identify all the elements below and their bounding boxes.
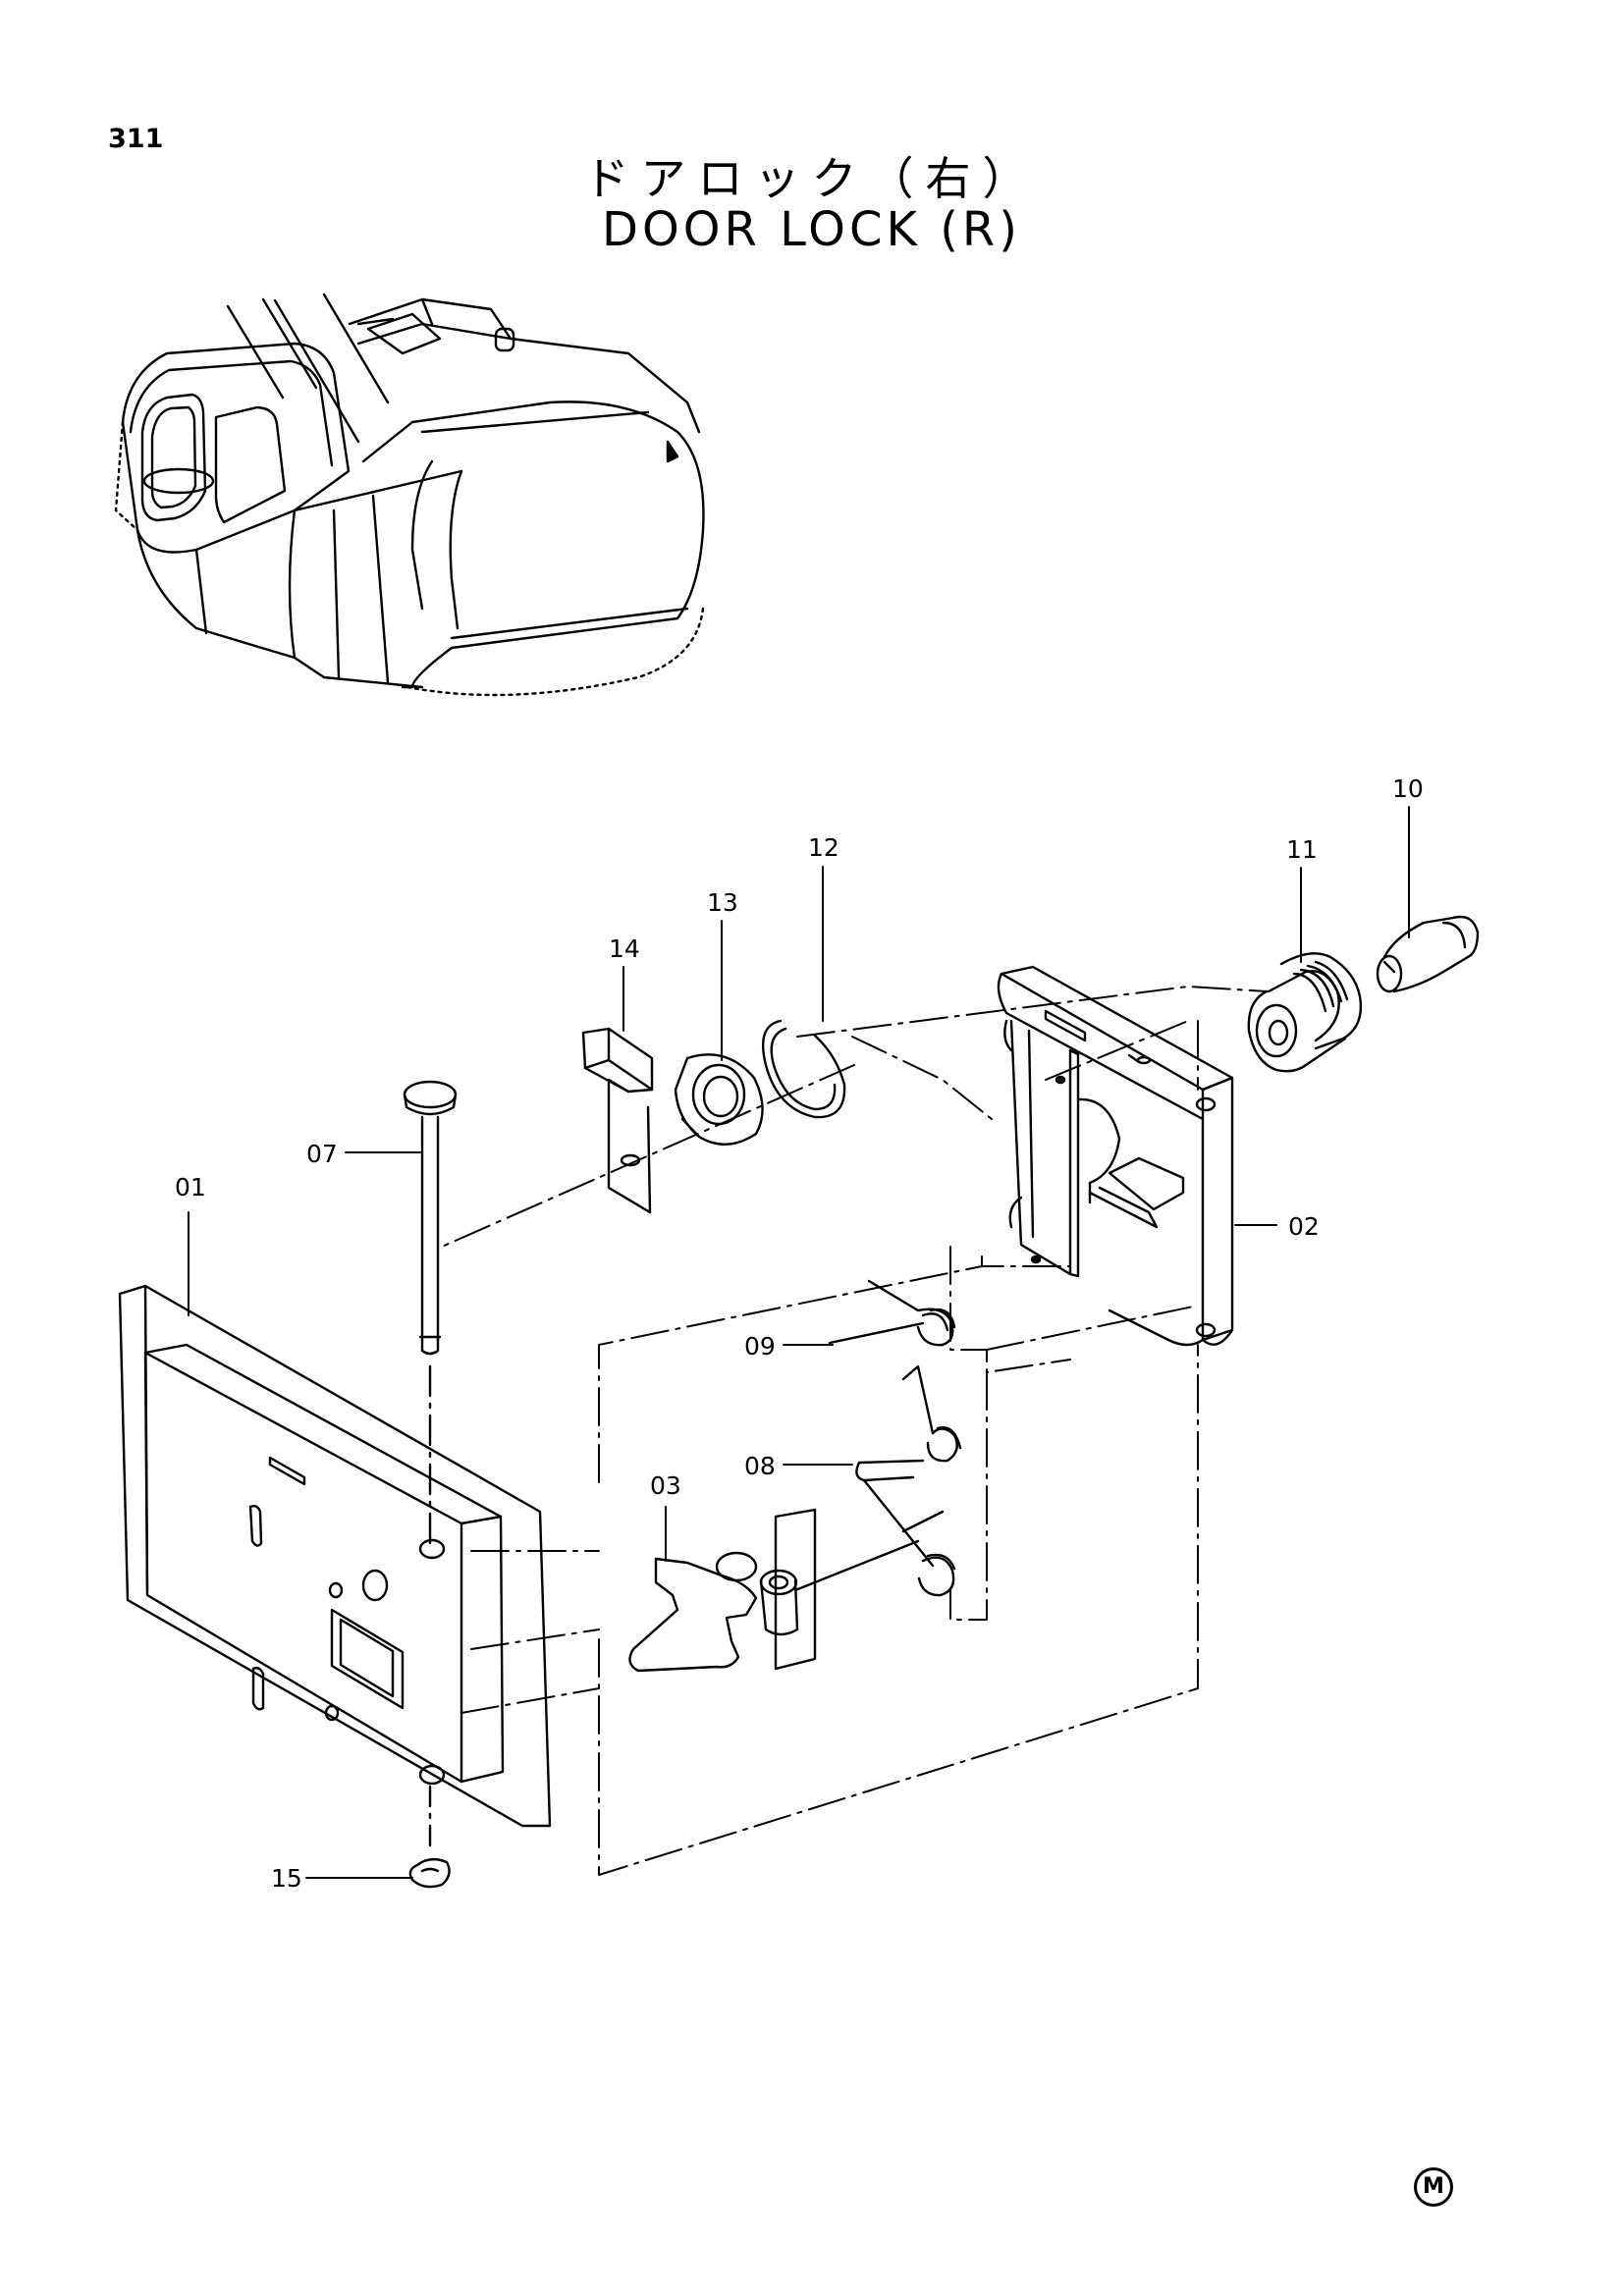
callout-03: 03: [650, 1471, 681, 1500]
page-number: 311: [108, 124, 164, 154]
callout-15: 15: [271, 1864, 302, 1893]
callout-02: 02: [1288, 1212, 1320, 1241]
part-14-plate: [581, 1027, 654, 1214]
part-10-key-cylinder: [1376, 915, 1480, 993]
callout-13: 13: [707, 888, 738, 917]
part-15-e-ring: [408, 1785, 451, 1889]
part-01-lock-housing: [118, 1284, 552, 1828]
part-08-spring: [855, 1364, 962, 1597]
part-03-latch: [628, 1508, 920, 1673]
callout-labels: 01 02 03 07 08 09 10 11 12 13 14 15: [175, 774, 1424, 1893]
callout-11: 11: [1286, 835, 1318, 864]
part-11-bushing: [1247, 952, 1363, 1073]
callout-01: 01: [175, 1173, 206, 1201]
title-english: DOOR LOCK (R): [602, 202, 1021, 257]
excavator-overview: [114, 293, 705, 697]
title-japanese: ドアロック（右）: [583, 152, 1040, 205]
part-09-spring: [828, 1279, 956, 1347]
part-13-nut: [674, 1053, 764, 1147]
corner-m-mark: M: [1414, 2167, 1453, 2207]
callout-09: 09: [744, 1332, 776, 1361]
callout-10: 10: [1392, 774, 1424, 803]
part-02-bracket: [997, 965, 1234, 1347]
callout-14: 14: [609, 934, 640, 963]
assembly-lines: [441, 986, 1268, 1876]
part-07-pin: [403, 1080, 458, 1548]
leader-lines: [188, 806, 1410, 1879]
callout-08: 08: [744, 1452, 776, 1480]
callout-07: 07: [306, 1140, 338, 1168]
callout-12: 12: [808, 833, 839, 862]
